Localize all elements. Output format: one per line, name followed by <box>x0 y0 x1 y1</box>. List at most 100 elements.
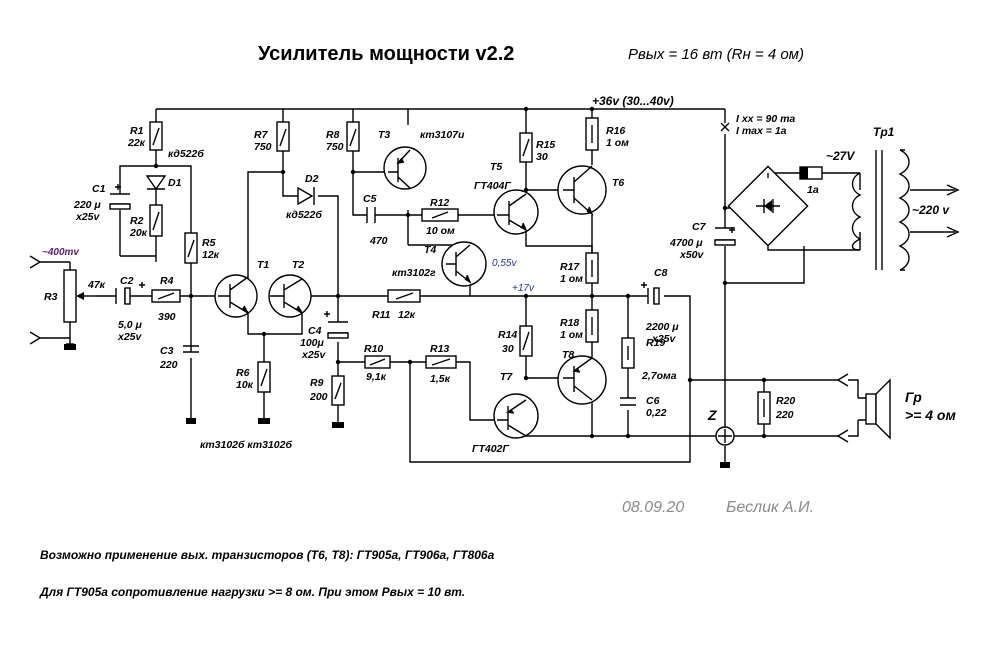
label-components-c4-2: x25v <box>301 349 327 361</box>
resistor-r18 <box>585 309 599 343</box>
transformer-tp1 <box>851 149 960 271</box>
label-components-r17-0: R17 <box>560 261 580 273</box>
label-components-c5-0: C5 <box>363 193 377 205</box>
resistor-r16 <box>585 117 599 151</box>
label-components-r10-1: 9,1к <box>366 371 387 383</box>
label-components-t7-1: ГТ402Г <box>472 443 509 455</box>
label-components-r1-0: R1 <box>130 125 144 137</box>
speaker-icon <box>848 378 891 440</box>
ground-r9 <box>332 422 344 428</box>
transistor-t3 <box>383 146 427 190</box>
capacitor-c1 <box>109 184 131 210</box>
author-label: Беслик А.И. <box>726 499 814 516</box>
label-components-t2: T2 <box>292 259 304 271</box>
label-components-r4-1: 390 <box>158 311 176 323</box>
note-2: Для ГТ905а сопротивление нагрузки >= 8 о… <box>39 585 465 599</box>
label-components-t3-0: T3 <box>378 129 390 141</box>
label-components-d1-1: кд522б <box>168 148 204 160</box>
transistors <box>214 146 607 439</box>
supply-label: +36v (30...40v) <box>592 94 674 108</box>
label-components-t1t2_type: кт3102б кт3102б <box>200 439 292 451</box>
label-components-r20-0: R20 <box>776 395 795 407</box>
note-1: Возможно применение вых. транзисторов (T… <box>40 548 495 562</box>
resistor-r11 <box>387 289 421 303</box>
label-components-c5-1: 470 <box>369 235 388 247</box>
label-components-d2-1: кд522б <box>286 209 322 221</box>
resistor-r8 <box>346 121 360 152</box>
label-components-r4-0: R4 <box>160 275 174 287</box>
label-components-c7-1: 4700 μ <box>669 237 703 249</box>
label-components-c2-2: x25v <box>117 331 143 343</box>
capacitor-c2 <box>115 282 145 305</box>
resistor-r9 <box>331 375 345 406</box>
label-components-t1: T1 <box>257 259 269 271</box>
capacitors <box>109 184 736 406</box>
label-components-r13-1: 1,5к <box>430 373 451 385</box>
label-components-c6-1: 0,22 <box>646 407 667 419</box>
ground-main <box>715 426 735 468</box>
capacitor-c7 <box>714 227 736 246</box>
resistor-r1 <box>149 121 163 151</box>
label-components-r18-1: 1 ом <box>560 329 583 341</box>
label-components-r1-1: 22к <box>127 137 146 149</box>
diode-d1 <box>145 175 167 191</box>
transistor-t4 <box>441 241 487 287</box>
labels: +36v (30...40v) I xx = 90 ma I max = 1a … <box>42 94 956 455</box>
label-components-r18-0: R18 <box>560 317 579 329</box>
capacitor-c6 <box>620 397 636 406</box>
label-components-r19-0: R19 <box>646 337 665 349</box>
label-components-t8: T8 <box>562 349 574 361</box>
primary-voltage-label: ~220 v <box>912 203 950 217</box>
label-components-r6-1: 10к <box>236 379 254 391</box>
label-components-t6: T6 <box>612 177 624 189</box>
input-arrows <box>29 255 42 345</box>
label-components-r8-1: 750 <box>326 141 344 153</box>
label-components-r20-1: 220 <box>775 409 794 421</box>
resistor-r15 <box>519 132 533 163</box>
diodes <box>145 175 315 206</box>
resistor-r5 <box>184 232 198 264</box>
label-components-d1-0: D1 <box>168 177 182 189</box>
capacitor-c5 <box>366 207 384 223</box>
label-components-r8-0: R8 <box>326 129 340 141</box>
speaker-impedance-label: >= 4 ом <box>905 407 956 423</box>
resistor-r14 <box>519 325 533 357</box>
label-components-c7-0: C7 <box>692 221 707 233</box>
label-components-c3-0: C3 <box>160 345 174 357</box>
label-components-r14-1: 30 <box>502 343 514 355</box>
label-components-r19-1: 2,7ома <box>641 370 677 382</box>
diode-d2 <box>297 186 315 206</box>
label-components-r11-1: 12к <box>398 309 416 321</box>
supply-cross <box>720 122 730 132</box>
label-components-c2-1: 5,0 μ <box>118 319 143 331</box>
t4-voltage-label: 0,55v <box>492 258 517 269</box>
ground-input <box>64 343 76 350</box>
label-components-t3-1: кт3107и <box>420 129 465 141</box>
ground-r6 <box>258 418 270 424</box>
label-components-r15-1: 30 <box>536 151 548 163</box>
label-components-t5-0: T5 <box>490 161 502 173</box>
label-components-r15-0: R15 <box>536 139 555 151</box>
transistor-t2 <box>268 274 312 318</box>
page-title: Усилитель мощности v2.2 <box>258 43 514 65</box>
label-components-c4-1: 100μ <box>300 337 325 349</box>
resistor-r13 <box>425 355 457 369</box>
ground-c3 <box>186 418 196 424</box>
resistors <box>63 117 771 425</box>
capacitor-c3 <box>183 345 199 353</box>
transistor-t7 <box>493 393 539 439</box>
resistor-r19 <box>621 337 635 369</box>
label-components-r7-0: R7 <box>254 129 269 141</box>
label-components-r12-1: 10 ом <box>426 225 455 237</box>
resistor-r12 <box>421 208 459 222</box>
secondary-voltage-label: ~27V <box>826 149 855 163</box>
label-components-c4-0: C4 <box>308 325 322 337</box>
idle-current-label: I xx = 90 ma <box>736 113 795 125</box>
transistor-t8 <box>557 355 607 405</box>
label-components-r11-0: R11 <box>372 309 391 321</box>
resistor-r2 <box>149 204 163 237</box>
date-label: 08.09.20 <box>622 499 684 516</box>
resistor-r7 <box>276 121 290 152</box>
label-components-r13-0: R13 <box>430 343 449 355</box>
